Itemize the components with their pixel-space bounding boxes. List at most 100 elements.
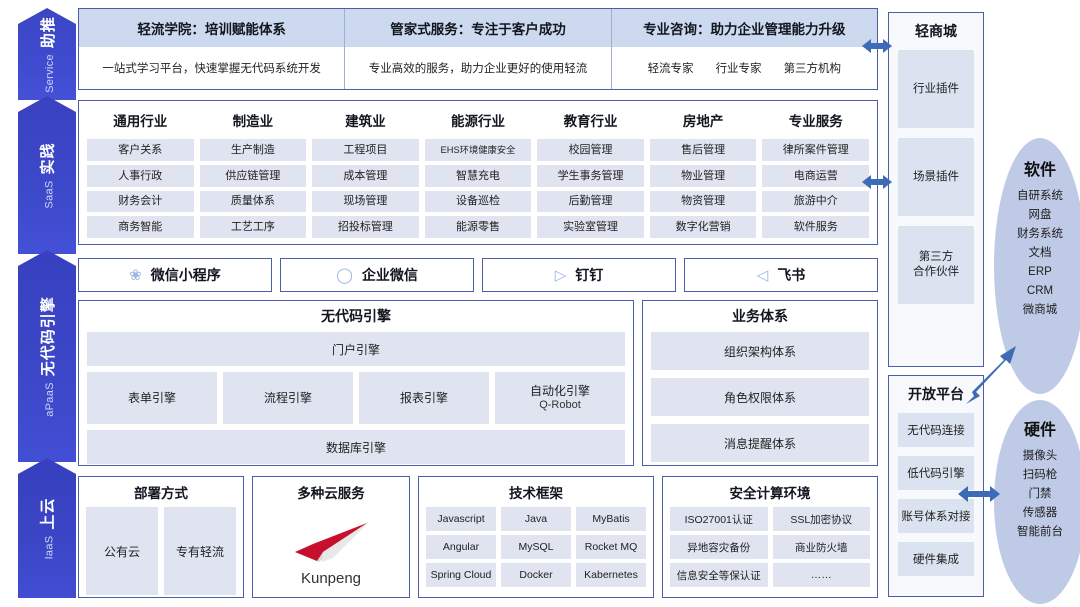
tech-cell[interactable]: Kabernetes <box>576 563 646 587</box>
tech-cell[interactable]: Rocket MQ <box>576 535 646 559</box>
mall-cell-industry-plugin[interactable]: 行业插件 <box>898 50 974 128</box>
industry-cell[interactable]: 校园管理 <box>537 139 644 161</box>
service-column-butler[interactable]: 管家式服务：专注于客户成功 专业高效的服务，助力企业更好的使用轻流 <box>345 9 612 89</box>
tech-cell[interactable]: Javascript <box>426 507 496 531</box>
security-cell[interactable]: 信息安全等保认证 <box>670 563 768 587</box>
industry-cell[interactable]: 工艺工序 <box>199 216 307 238</box>
form-engine-cell[interactable]: 表单引擎 <box>87 372 217 424</box>
sidebar-item-iaas-en: IaaS <box>43 535 56 559</box>
sidebar-item-apaas[interactable]: aPaaS 无代码引擎 <box>18 250 76 462</box>
software-item: CRM <box>1026 284 1054 297</box>
portal-engine-cell[interactable]: 门户引擎 <box>87 332 625 366</box>
business-cell-org[interactable]: 组织架构体系 <box>651 332 869 370</box>
sidebar-item-iaas[interactable]: IaaS 上云 <box>18 458 76 598</box>
saas-industries-panel: 通用行业 客户关系 人事行政 财务会计 商务智能 制造业 生产制造 供应链管理 … <box>78 100 878 245</box>
platform-button-wechat-miniprogram[interactable]: ❀ 微信小程序 <box>78 258 272 292</box>
industry-cell[interactable]: 人事行政 <box>87 164 194 187</box>
deployment-panel: 部署方式 公有云 专有轻流 <box>78 476 244 598</box>
tech-cell[interactable]: MyBatis <box>576 507 646 531</box>
security-cell[interactable]: …… <box>772 563 870 587</box>
platform-label: 飞书 <box>777 267 806 283</box>
security-environment-panel: 安全计算环境 ISO27001认证 SSL加密协议 异地容灾备份 商业防火墙 信… <box>662 476 878 598</box>
open-cell-account-integration[interactable]: 账号体系对接 <box>898 499 974 533</box>
platform-button-wechat-work[interactable]: ◯ 企业微信 <box>280 258 474 292</box>
automation-engine-cell[interactable]: 自动化引擎 Q-Robot <box>495 372 625 424</box>
report-engine-cell[interactable]: 报表引擎 <box>359 372 489 424</box>
industry-cell[interactable]: 软件服务 <box>762 216 869 238</box>
consulting-tag-thirdparty: 第三方机构 <box>783 63 842 75</box>
business-system-title: 业务体系 <box>732 308 788 324</box>
industry-cell[interactable]: 招投标管理 <box>312 216 419 238</box>
service-column-academy[interactable]: 轻流学院：培训赋能体系 一站式学习平台，快速掌握无代码系统开发 <box>79 9 346 89</box>
hardware-title: 硬件 <box>1023 422 1056 439</box>
service-column-consulting[interactable]: 专业咨询：助力企业管理能力升级 轻流专家 行业专家 第三方机构 <box>611 9 877 89</box>
industry-cell[interactable]: 律所案件管理 <box>762 139 869 161</box>
engine-row: 表单引擎 流程引擎 报表引擎 自动化引擎 Q-Robot <box>87 372 625 424</box>
tech-cell[interactable]: Docker <box>501 563 571 587</box>
software-item: ERP <box>1028 265 1052 278</box>
service-column-butler-title: 管家式服务：专注于客户成功 <box>345 9 611 47</box>
industry-cell[interactable]: 生产制造 <box>199 139 307 161</box>
tech-cell[interactable]: MySQL <box>501 535 571 559</box>
industry-cell[interactable]: 工程项目 <box>312 139 419 161</box>
industry-cell[interactable]: 智慧充电 <box>424 164 532 187</box>
sidebar-item-apaas-cn: 无代码引擎 <box>39 295 57 376</box>
industry-cell[interactable]: 现场管理 <box>312 190 419 213</box>
deployment-cell-public-cloud[interactable]: 公有云 <box>86 507 158 595</box>
industry-cell[interactable]: 成本管理 <box>312 164 419 187</box>
open-cell-lowcode-engine[interactable]: 低代码引擎 <box>898 456 974 490</box>
nocode-engine-panel: 无代码引擎 门户引擎 表单引擎 流程引擎 报表引擎 自动化引擎 Q-Robot … <box>78 300 634 466</box>
database-engine-cell[interactable]: 数据库引擎 <box>87 430 625 464</box>
service-layer-panel: 轻流学院：培训赋能体系 一站式学习平台，快速掌握无代码系统开发 管家式服务：专注… <box>78 8 878 90</box>
industry-cell[interactable]: 后勤管理 <box>537 190 644 213</box>
industry-cell[interactable]: 学生事务管理 <box>537 164 644 187</box>
tech-cell[interactable]: Spring Cloud <box>426 563 496 587</box>
mall-cell-scene-plugin[interactable]: 场景插件 <box>898 138 974 216</box>
mall-cell-third-party-partner[interactable]: 第三方 合作伙伴 <box>898 226 974 304</box>
business-cell-message[interactable]: 消息提醒体系 <box>651 424 869 462</box>
sidebar-item-service-en: Service <box>43 53 56 93</box>
industry-cell[interactable]: 旅游中介 <box>762 190 869 213</box>
industry-cell[interactable]: 能源零售 <box>424 216 532 238</box>
sidebar-item-saas-cn: 实践 <box>39 141 57 174</box>
industry-cell[interactable]: 数字化营销 <box>649 216 757 238</box>
industry-cell[interactable]: EHS环境健康安全 <box>424 139 532 161</box>
industry-column-realestate: 房地产 售后管理 物业管理 物资管理 数字化营销 <box>649 107 757 238</box>
platform-button-dingtalk[interactable]: ▷ 钉钉 <box>482 258 676 292</box>
industry-cell[interactable]: 实验室管理 <box>537 216 644 238</box>
nocode-engine-title: 无代码引擎 <box>321 308 391 324</box>
open-cell-hardware-integration[interactable]: 硬件集成 <box>898 542 974 576</box>
sidebar-item-saas[interactable]: SaaS 实践 <box>18 96 76 254</box>
industry-cell[interactable]: 物业管理 <box>649 164 757 187</box>
industry-cell[interactable]: 物资管理 <box>649 190 757 213</box>
open-platform-title: 开放平台 <box>908 386 964 402</box>
industry-cell[interactable]: 客户关系 <box>87 139 194 161</box>
industry-head-manufacturing: 制造业 <box>232 114 274 129</box>
service-butler-desc: 专业高效的服务，助力企业更好的使用轻流 <box>368 63 588 75</box>
security-cell[interactable]: 异地容灾备份 <box>670 535 768 559</box>
security-cell[interactable]: 商业防火墙 <box>772 535 870 559</box>
industry-cell[interactable]: 质量体系 <box>199 190 307 213</box>
platform-button-feishu[interactable]: ◁ 飞书 <box>684 258 878 292</box>
sidebar-item-service[interactable]: Service 助推 <box>18 8 76 100</box>
tech-cell[interactable]: Angular <box>426 535 496 559</box>
industry-cell[interactable]: 设备巡检 <box>424 190 532 213</box>
tech-cell[interactable]: Java <box>501 507 571 531</box>
security-cell[interactable]: SSL加密协议 <box>772 507 870 531</box>
industry-head-realestate: 房地产 <box>682 114 724 129</box>
deployment-cell-private-qingliu[interactable]: 专有轻流 <box>164 507 236 595</box>
service-academy-desc: 一站式学习平台，快速掌握无代码系统开发 <box>102 63 321 75</box>
industry-cell[interactable]: 电商运营 <box>762 164 869 187</box>
open-cell-nocode-connect[interactable]: 无代码连接 <box>898 413 974 447</box>
industry-cell[interactable]: 售后管理 <box>649 139 757 161</box>
software-item: 微商城 <box>1022 303 1058 316</box>
security-environment-title: 安全计算环境 <box>729 486 811 501</box>
business-cell-role[interactable]: 角色权限体系 <box>651 378 869 416</box>
security-cell[interactable]: ISO27001认证 <box>670 507 768 531</box>
tech-grid: Javascript Java MyBatis Angular MySQL Ro… <box>426 507 646 587</box>
flow-engine-cell[interactable]: 流程引擎 <box>223 372 353 424</box>
industry-cell[interactable]: 商务智能 <box>87 216 194 238</box>
arrow-service-to-mall <box>862 36 892 56</box>
industry-cell[interactable]: 供应链管理 <box>199 164 307 187</box>
industry-cell[interactable]: 财务会计 <box>87 190 194 213</box>
